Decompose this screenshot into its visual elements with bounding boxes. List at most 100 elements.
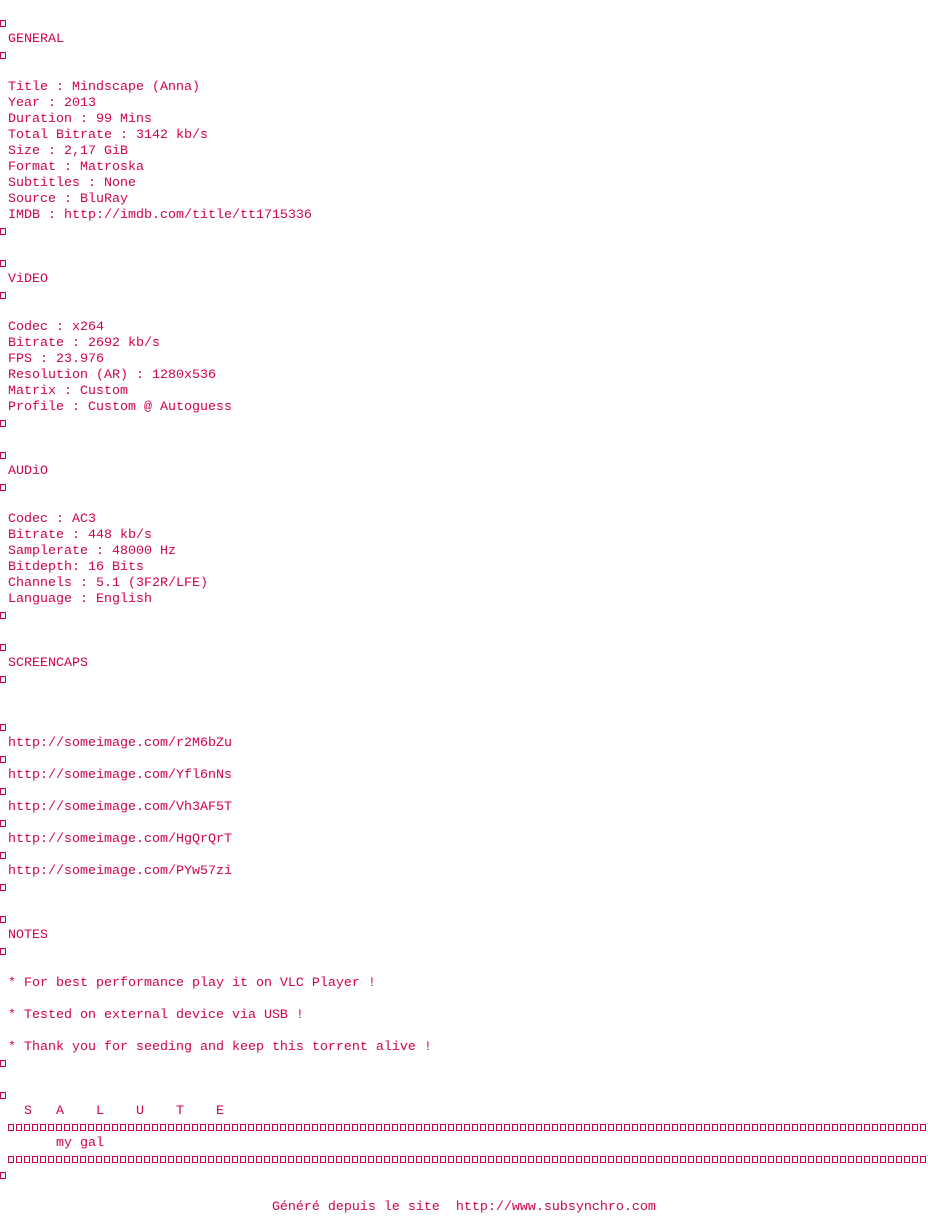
general-subtitles: Subtitles : None <box>0 176 136 191</box>
box-glyph-icon <box>288 1156 294 1163</box>
box-glyph-icon <box>880 1124 886 1131</box>
separator-box <box>0 480 928 496</box>
box-glyph-icon <box>864 1156 870 1163</box>
audio-language: Language : English <box>0 592 152 607</box>
separator-box <box>0 880 928 896</box>
box-glyph-icon <box>128 1156 134 1163</box>
box-glyph-icon <box>256 1124 262 1131</box>
box-glyph-icon <box>808 1156 814 1163</box>
box-glyph-icon <box>280 1124 286 1131</box>
box-glyph-icon <box>272 1124 278 1131</box>
box-glyph-icon <box>0 260 6 267</box>
box-glyph-icon <box>544 1156 550 1163</box>
box-glyph-icon <box>424 1124 430 1131</box>
box-glyph-icon <box>152 1124 158 1131</box>
video-profile: Profile : Custom @ Autoguess <box>0 400 232 415</box>
box-glyph-icon <box>0 948 6 955</box>
box-glyph-icon <box>0 420 6 427</box>
box-glyph-icon <box>400 1124 406 1131</box>
box-glyph-icon <box>800 1156 806 1163</box>
box-glyph-icon <box>728 1156 734 1163</box>
box-glyph-icon <box>80 1124 86 1131</box>
box-glyph-icon <box>536 1156 542 1163</box>
box-glyph-icon <box>136 1124 142 1131</box>
box-glyph-icon <box>280 1156 286 1163</box>
box-glyph-icon <box>824 1156 830 1163</box>
box-glyph-icon <box>144 1124 150 1131</box>
box-glyph-icon <box>408 1124 414 1131</box>
box-glyph-icon <box>800 1124 806 1131</box>
box-glyph-icon <box>696 1124 702 1131</box>
box-glyph-icon <box>752 1124 758 1131</box>
audio-bitrate: Bitrate : 448 kb/s <box>0 528 152 543</box>
box-glyph-icon <box>40 1124 46 1131</box>
separator-box <box>0 640 928 656</box>
box-glyph-icon <box>672 1124 678 1131</box>
separator-box <box>0 256 928 272</box>
blank-line <box>0 688 928 704</box>
box-glyph-icon <box>536 1124 542 1131</box>
screencap-link: http://someimage.com/r2M6bZu <box>0 736 232 751</box>
box-glyph-icon <box>568 1124 574 1131</box>
box-glyph-icon <box>736 1156 742 1163</box>
box-glyph-icon <box>568 1156 574 1163</box>
box-glyph-icon <box>104 1124 110 1131</box>
box-glyph-icon <box>672 1156 678 1163</box>
blank-line <box>0 1072 928 1088</box>
box-glyph-icon <box>704 1156 710 1163</box>
separator-box <box>0 848 928 864</box>
section-heading-general: GENERAL <box>0 32 64 47</box>
box-glyph-icon <box>896 1156 902 1163</box>
box-glyph-icon <box>448 1156 454 1163</box>
box-glyph-icon <box>512 1156 518 1163</box>
box-glyph-icon <box>528 1124 534 1131</box>
box-glyph-icon <box>432 1156 438 1163</box>
box-glyph-icon <box>832 1156 838 1163</box>
box-glyph-icon <box>448 1124 454 1131</box>
box-glyph-icon <box>792 1124 798 1131</box>
salute-heading: S A L U T E <box>0 1104 224 1119</box>
section-heading-video: ViDEO <box>0 272 48 287</box>
box-glyph-icon <box>304 1124 310 1131</box>
box-glyph-icon <box>0 644 6 651</box>
box-glyph-icon <box>80 1156 86 1163</box>
audio-channels: Channels : 5.1 (3F2R/LFE) <box>0 576 208 591</box>
box-glyph-icon <box>360 1124 366 1131</box>
video-bitrate: Bitrate : 2692 kb/s <box>0 336 160 351</box>
box-glyph-icon <box>328 1156 334 1163</box>
box-glyph-icon <box>912 1124 918 1131</box>
separator-box <box>0 224 928 240</box>
section-heading-screencaps: SCREENCAPS <box>0 656 88 671</box>
box-glyph-icon <box>256 1156 262 1163</box>
box-glyph-icon <box>0 1060 6 1067</box>
box-glyph-icon <box>344 1156 350 1163</box>
box-glyph-icon <box>112 1156 118 1163</box>
box-glyph-icon <box>880 1156 886 1163</box>
box-glyph-icon <box>192 1124 198 1131</box>
box-glyph-icon <box>920 1156 926 1163</box>
box-glyph-icon <box>320 1124 326 1131</box>
box-glyph-icon <box>216 1156 222 1163</box>
box-glyph-icon <box>480 1156 486 1163</box>
general-year: Year : 2013 <box>0 96 96 111</box>
box-glyph-icon <box>128 1124 134 1131</box>
box-glyph-icon <box>840 1156 846 1163</box>
blank-line <box>0 1184 928 1200</box>
box-glyph-icon <box>440 1124 446 1131</box>
box-glyph-icon <box>496 1156 502 1163</box>
box-glyph-icon <box>504 1124 510 1131</box>
box-glyph-icon <box>192 1156 198 1163</box>
separator-box <box>0 288 928 304</box>
box-glyph-icon <box>736 1124 742 1131</box>
box-glyph-icon <box>72 1156 78 1163</box>
box-glyph-icon <box>456 1124 462 1131</box>
box-glyph-icon <box>392 1156 398 1163</box>
box-glyph-icon <box>440 1156 446 1163</box>
box-glyph-icon <box>376 1124 382 1131</box>
box-glyph-icon <box>312 1156 318 1163</box>
box-glyph-icon <box>512 1124 518 1131</box>
box-glyph-icon <box>408 1156 414 1163</box>
box-glyph-icon <box>560 1156 566 1163</box>
box-glyph-icon <box>96 1156 102 1163</box>
box-glyph-icon <box>0 756 6 763</box>
